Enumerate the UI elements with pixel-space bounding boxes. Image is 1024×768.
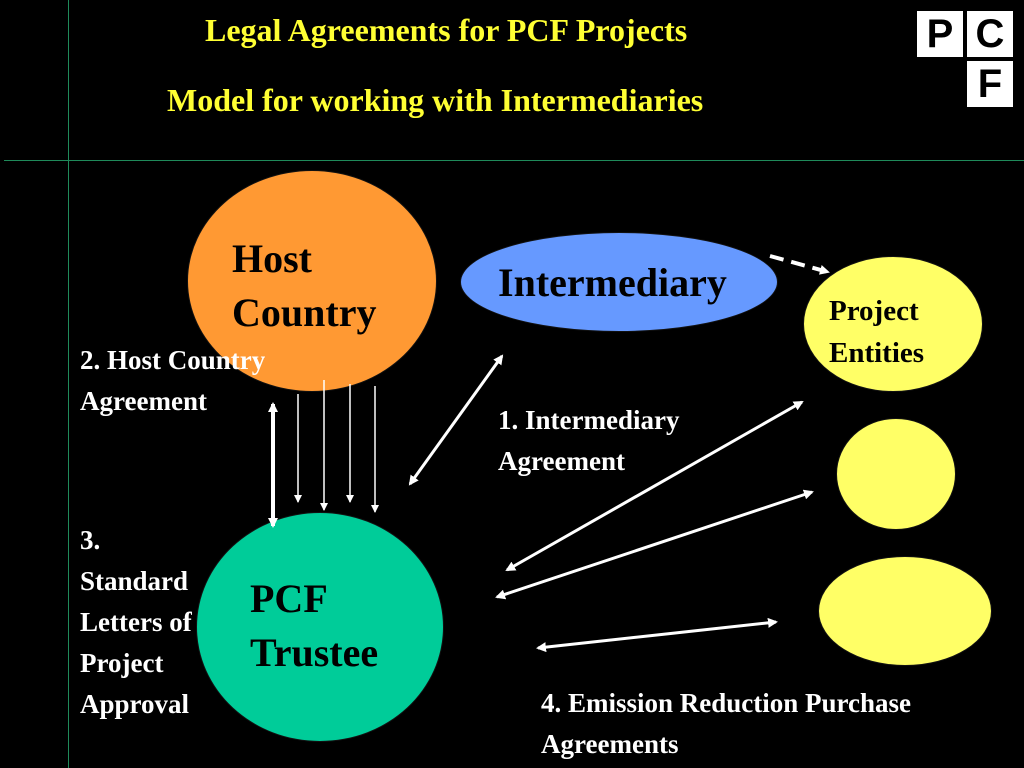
note2-line1: 2. Host Country <box>80 345 266 375</box>
project-entities-label: Project Entities <box>829 290 924 374</box>
slide-subtitle: Model for working with Intermediaries <box>167 82 704 118</box>
note1-line1: 1. Intermediary <box>498 405 680 435</box>
logo-letter-f: F <box>967 61 1013 107</box>
pcf-trustee-label-line1: PCF <box>250 576 328 621</box>
note1-line2: Agreement <box>498 446 625 476</box>
dashed-arrow-intermediary-to-projects <box>769 254 830 275</box>
intermediary-node <box>460 232 778 332</box>
host-country-node <box>187 170 437 392</box>
pcf-trustee-label-line2: Trustee <box>250 630 379 675</box>
pcf-logo: P C F <box>914 8 1016 110</box>
note3-line3: Letters of <box>80 607 192 637</box>
vertical-rule <box>68 0 69 768</box>
emission-purchase-note: 4. Emission Reduction Purchase Agreement… <box>541 683 911 765</box>
intermediary-agreement-note: 1. Intermediary Agreement <box>498 400 679 482</box>
logo-letter-p: P <box>917 11 963 57</box>
note3-line4: Project <box>80 648 164 678</box>
note3-line5: Approval <box>80 689 190 719</box>
note4-line1: 4. Emission Reduction Purchase <box>541 688 912 718</box>
host-country-agreement-note: 2. Host Country Agreement <box>80 340 265 422</box>
slide-title: Legal Agreements for PCF Projects <box>205 12 688 48</box>
note3-line1: 3. <box>80 525 101 555</box>
project-entities-label-line1: Project <box>829 295 919 327</box>
project-entities-node <box>803 256 983 392</box>
logo-letter-c: C <box>967 11 1013 57</box>
project-entity-node-2 <box>836 418 956 530</box>
intermediary-label: Intermediary <box>498 260 727 305</box>
host-country-label-line1: Host <box>232 236 312 281</box>
arrow-emission-purchase <box>536 617 778 653</box>
horizontal-rule <box>4 160 1024 161</box>
host-country-label-line2: Country <box>232 290 377 335</box>
note3-line2: Standard <box>80 566 189 596</box>
note4-line2: Agreements <box>541 729 679 759</box>
note2-line2: Agreement <box>80 386 207 416</box>
project-entity-node-3 <box>818 556 992 666</box>
pcf-trustee-label: PCF Trustee <box>250 572 378 680</box>
standard-letters-note: 3. Standard Letters of Project Approval <box>80 520 192 725</box>
arrow-intermediary-agreement <box>408 354 504 486</box>
host-country-label: Host Country <box>232 232 376 340</box>
pcf-trustee-node <box>196 512 444 742</box>
arrow-trustee-project-2 <box>495 489 814 600</box>
project-entities-label-line2: Entities <box>829 337 925 369</box>
